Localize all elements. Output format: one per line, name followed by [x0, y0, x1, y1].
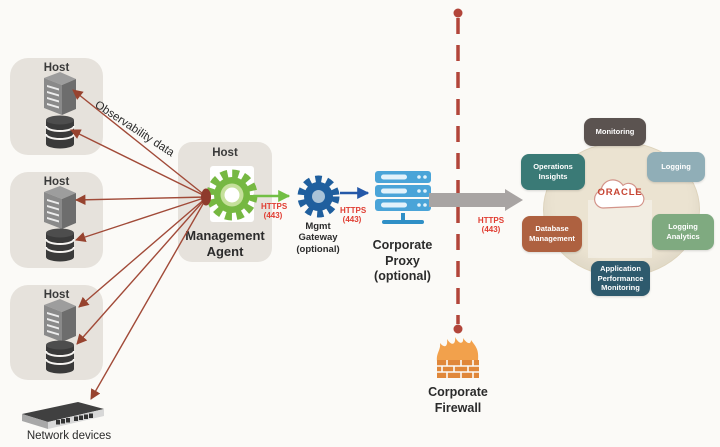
database-icon [45, 228, 75, 262]
corporate-firewall-label: Corporate Firewall [428, 385, 488, 415]
service-logging: Logging [647, 152, 705, 182]
server-icon [44, 299, 76, 342]
oracle-cloud-icon [593, 179, 645, 209]
host-box-3: Host [10, 285, 103, 380]
host-box-1: Host [10, 58, 103, 155]
network-switch-icon [22, 402, 104, 429]
service-operations-insights: Operations Insights [521, 154, 585, 190]
firewall-boundary-bottom-dot [453, 324, 463, 334]
https-label-proxy-cloud: HTTPS (443) [477, 216, 505, 235]
oracle-logo: ORACLE [597, 187, 643, 198]
corporate-proxy-icon [375, 171, 431, 224]
host-1-label: Host [43, 62, 70, 74]
database-icon [45, 115, 75, 149]
server-icon [44, 72, 76, 115]
management-agent-label: Management Agent [185, 228, 265, 260]
arrow-proxy-to-cloud-head [505, 189, 523, 211]
service-database-management: Database Management [522, 216, 582, 252]
observability-data-label: Observability data [92, 99, 177, 160]
corporate-firewall-icon [436, 337, 479, 378]
server-icon [44, 186, 76, 229]
agent-host-label: Host [212, 147, 238, 159]
https-label-agent-gateway: HTTPS (443) [261, 202, 288, 221]
corporate-proxy-label: Corporate Proxy (optional) [372, 238, 433, 284]
host-2-label: Host [43, 176, 70, 188]
management-agent-icon [206, 169, 258, 221]
mgmt-gateway-label: Mgmt Gateway (optional) [296, 221, 340, 255]
network-devices-label: Network devices [26, 430, 112, 442]
host-3-label: Host [43, 289, 70, 301]
service-logging-analytics: Logging Analytics [652, 214, 714, 250]
firewall-boundary-top-dot [453, 8, 463, 18]
host-box-2: Host [10, 172, 103, 268]
database-icon [45, 340, 75, 374]
cloud-inner-panel [588, 200, 652, 258]
https-label-gateway-proxy: HTTPS (443) [340, 206, 367, 225]
mgmt-gateway-icon [297, 175, 340, 218]
service-apm: Application Performance Monitoring [591, 261, 650, 296]
service-monitoring: Monitoring [584, 118, 646, 146]
